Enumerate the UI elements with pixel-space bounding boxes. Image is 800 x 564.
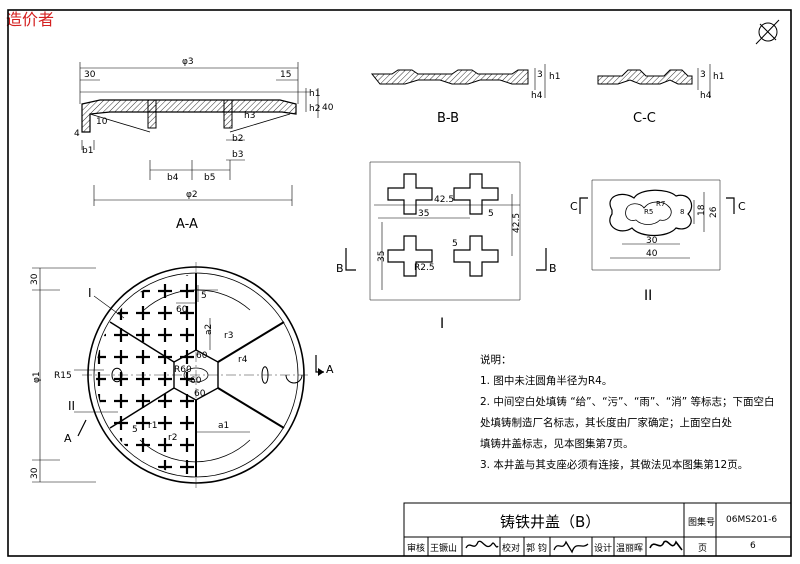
note-line-1: 1. 图中未注圆角半径为R4。 (480, 375, 613, 387)
plan-label-a-right: A (326, 363, 334, 376)
plan-view (32, 262, 324, 490)
dim-phi2: φ2 (186, 190, 198, 200)
review-label: 审核 (407, 544, 426, 554)
dim-h2: h2 (309, 104, 320, 114)
d1-dim-5-mid: 5 (452, 239, 458, 249)
page-number: 6 (750, 541, 756, 551)
reviewer-name: 王镢山 (430, 544, 458, 554)
note-line-5: 3. 本井盖与其支座必须有连接，其做法见本图集第12页。 (480, 459, 749, 471)
d1-dim-35-left: 35 (377, 251, 387, 262)
plan-dim-30-top: 30 (30, 273, 40, 285)
dim-40: 40 (322, 103, 334, 113)
dim-b3: b3 (232, 150, 243, 160)
page-label: 页 (698, 544, 708, 554)
detail-2-title: II (644, 288, 652, 304)
atlas-number: 06MS201-6 (726, 515, 778, 525)
designer-name: 温丽晖 (616, 544, 644, 554)
plan-dim-phi1: φ1 (32, 371, 42, 383)
d2-dim-r7: R7 (656, 200, 665, 208)
dim-b5: b5 (204, 173, 215, 183)
plan-dim-r4: r4 (238, 355, 248, 365)
dim-b4: b4 (167, 173, 179, 183)
plan-label-ii: II (68, 399, 75, 413)
notes-block: 说明： 1. 图中未注圆角半径为R4。 2. 中间空白处填铸 “给”、“污”、“… (480, 350, 780, 476)
plan-dim-r2: r2 (168, 433, 177, 443)
plan-dim-a1: a1 (218, 421, 229, 431)
plan-dim-r60: R60 (174, 365, 192, 375)
plan-dim-60d: 60 (194, 389, 206, 399)
cc-dim-3: 3 (700, 70, 706, 80)
drawing-title: 铸铁井盖（B） (500, 513, 601, 531)
watermark-text: 造价者 (6, 10, 55, 29)
note-line-2: 2. 中间空白处填铸 “给”、“污”、“雨”、“消” 等标志；下面空白 (480, 396, 775, 408)
cc-dim-h1: h1 (713, 72, 724, 82)
d2-dim-r5: R5 (644, 208, 653, 216)
design-label: 设计 (594, 544, 613, 554)
d2-dim-40: 40 (646, 249, 658, 259)
plan-dim-60b: 60 (196, 351, 208, 361)
plan-label-i: I (88, 286, 92, 300)
sheet-border (7, 9, 792, 557)
detail-2-view (579, 179, 735, 271)
plan-dim-r15: R15 (54, 371, 72, 381)
d1-dim-5-right: 5 (488, 209, 494, 219)
checker-name: 郭 钧 (526, 544, 547, 554)
plan-dim-r3: r3 (224, 331, 233, 341)
plan-dim-5: 5 (201, 291, 207, 301)
d1-dim-35-top: 35 (418, 209, 429, 219)
dim-15: 15 (280, 70, 291, 80)
bb-dim-h4: h4 (531, 91, 543, 101)
check-label: 校对 (502, 544, 521, 554)
dim-4: 4 (74, 129, 80, 139)
plan-dim-r1: r1 (148, 421, 157, 431)
d1-dim-42-5-right: 42.5 (512, 213, 522, 233)
dim-h3: h3 (244, 111, 255, 121)
section-aa-title: A-A (176, 217, 198, 232)
cc-dim-h4: h4 (700, 91, 712, 101)
dim-phi3: φ3 (182, 57, 194, 67)
dim-h1: h1 (309, 89, 320, 99)
section-cc-view (597, 64, 711, 98)
plan-dim-5b: 5 (132, 425, 138, 435)
notes-heading: 说明： (480, 354, 512, 366)
atlas-label: 图集号 (688, 518, 716, 528)
d2-label-c-right: C (738, 200, 746, 213)
title-block-frame (403, 502, 792, 557)
detail-1-title: I (440, 316, 444, 332)
dim-b1: b1 (82, 146, 93, 156)
dim-b2: b2 (232, 134, 243, 144)
section-bb-title: B-B (437, 111, 459, 126)
note-line-3: 处填铸制造厂名标志，其长度由厂家确定；上面空白处 (480, 417, 732, 429)
d2-dim-8: 8 (680, 208, 684, 216)
dim-10: 10 (96, 117, 108, 127)
d2-dim-30: 30 (646, 236, 658, 246)
section-bb-view (370, 64, 546, 98)
note-line-4: 填铸井盖标志，见本图集第7页。 (480, 438, 634, 450)
d1-dim-42-5-top: 42.5 (434, 195, 454, 205)
section-cc-title: C-C (633, 111, 656, 126)
bb-dim-3: 3 (537, 70, 543, 80)
d2-dim-26: 26 (709, 206, 719, 218)
plan-dim-60c: 60 (190, 376, 202, 386)
detail-1-view (345, 161, 547, 301)
plan-dim-60a: 60 (176, 305, 188, 315)
d2-dim-18: 18 (697, 204, 707, 216)
section-aa-view (79, 62, 319, 206)
plan-label-a-left: A (64, 432, 72, 445)
projection-symbol (755, 19, 780, 45)
dim-30: 30 (84, 70, 96, 80)
d1-dim-r2-5: R2.5 (414, 263, 435, 273)
plan-dim-a2: a2 (204, 324, 214, 335)
bb-dim-h1: h1 (549, 72, 560, 82)
plan-dim-30-bottom: 30 (30, 467, 40, 479)
d1-label-b-left: B (336, 262, 344, 275)
d1-label-b-right: B (549, 262, 557, 275)
d2-label-c-left: C (570, 200, 578, 213)
